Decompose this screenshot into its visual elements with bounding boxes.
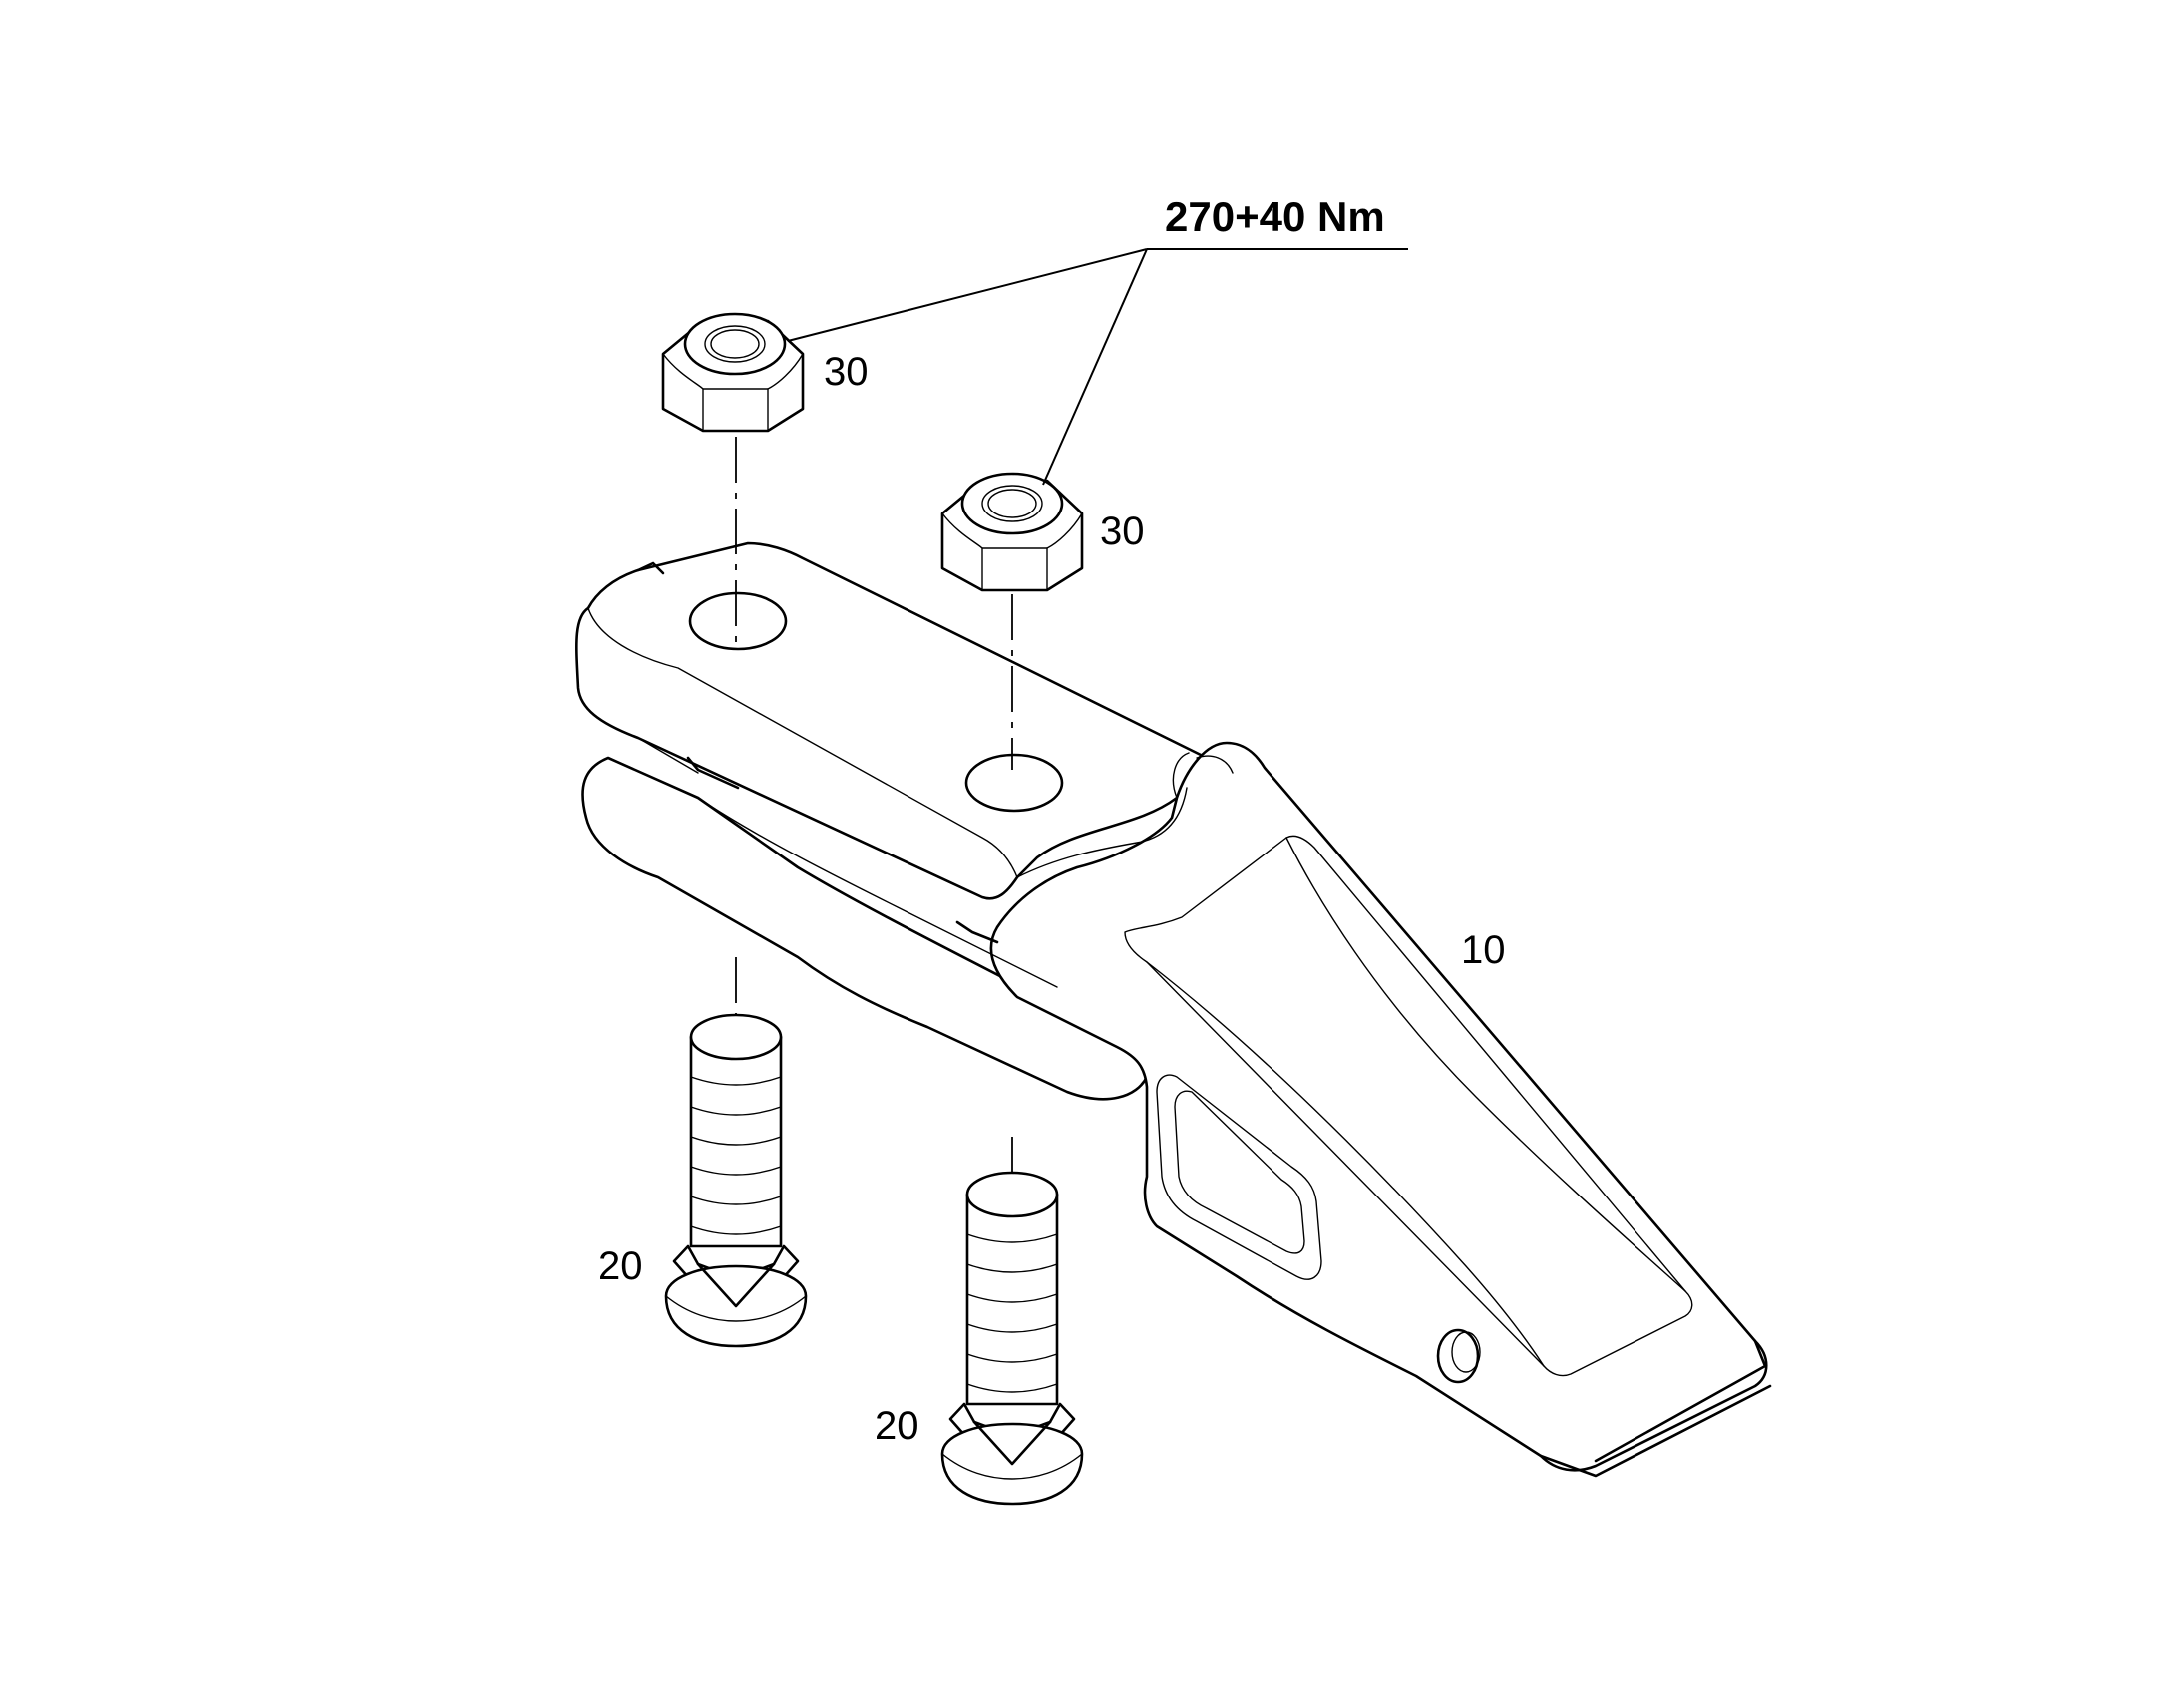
plow-bolt: [664, 1013, 808, 1348]
alignment-centerlines: [735, 437, 1013, 1177]
callout-tooth: 10: [1461, 928, 1506, 972]
callout-nut-left: 30: [824, 350, 869, 394]
hex-nut: [661, 312, 805, 433]
plow-bolt: [940, 1171, 1084, 1506]
callout-bolt-right: 20: [875, 1404, 919, 1448]
hex-nut: [940, 472, 1084, 592]
callout-nut-right: 30: [1100, 510, 1145, 553]
torque-leader: [787, 248, 1408, 486]
bucket-tooth: [575, 541, 1772, 1478]
torque-spec-label: 270+40 Nm: [1165, 193, 1385, 240]
callout-bolt-left: 20: [598, 1244, 643, 1288]
